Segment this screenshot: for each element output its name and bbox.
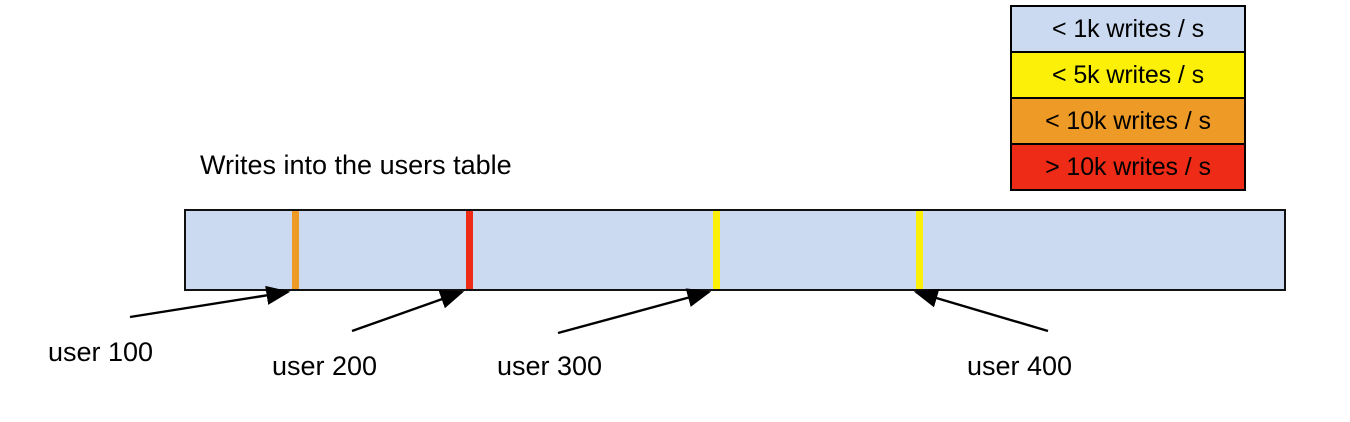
annotation-label-user-200: user 200 (272, 351, 378, 381)
boundary-stripe-user-400 (916, 211, 923, 289)
legend: < 1k writes / s < 5k writes / s < 10k wr… (1010, 5, 1246, 191)
boundary-stripe-user-300 (713, 211, 720, 289)
legend-entry-label: < 10k writes / s (1045, 106, 1211, 135)
legend-entry-lt-1k: < 1k writes / s (1012, 7, 1244, 53)
legend-entry-gt-10k: > 10k writes / s (1012, 145, 1244, 189)
users-table-bar (184, 209, 1286, 291)
boundary-stripe-user-200 (466, 211, 473, 289)
legend-entry-label: < 5k writes / s (1051, 60, 1205, 89)
legend-entry-lt-5k: < 5k writes / s (1012, 53, 1244, 99)
annotation-label-user-400: user 400 (967, 351, 1073, 381)
legend-entry-lt-10k: < 10k writes / s (1012, 99, 1244, 145)
chart-title: Writes into the users table (200, 150, 512, 180)
annotation-label-user-100: user 100 (48, 337, 154, 367)
boundary-stripe-user-100 (292, 211, 299, 289)
legend-entry-label: < 1k writes / s (1051, 14, 1205, 43)
annotation-label-user-300: user 300 (497, 351, 603, 381)
legend-entry-label: > 10k writes / s (1045, 152, 1211, 181)
